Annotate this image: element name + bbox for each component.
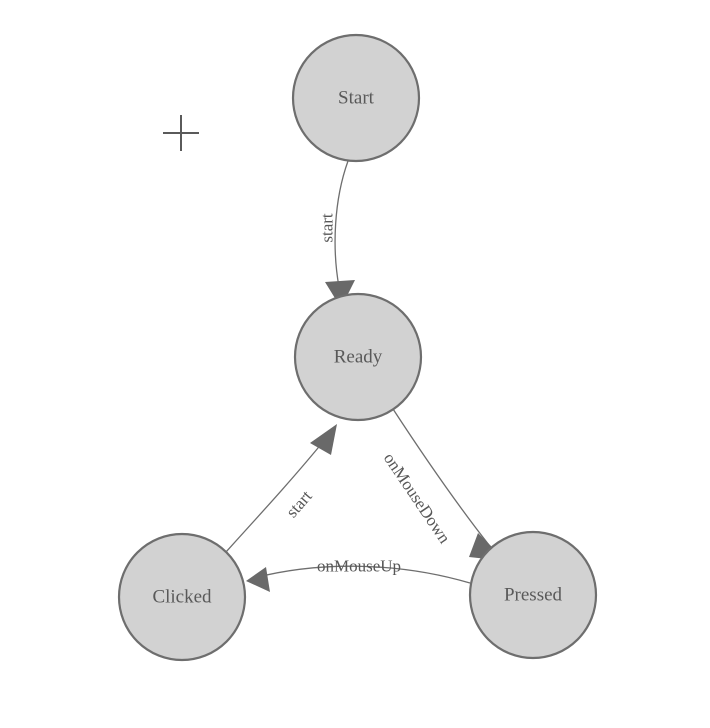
node-circle-ready[interactable] [293, 292, 423, 422]
node-circle-start[interactable] [291, 33, 421, 163]
node-label-pressed: Pressed [504, 585, 563, 606]
state-node-pressed[interactable]: Pressed [468, 530, 598, 660]
edge-line-clicked-to-ready [224, 436, 328, 554]
node-circle-pressed[interactable] [468, 530, 598, 660]
arrowhead-icon [246, 567, 270, 592]
edge-label-ready-to-pressed: onMouseDown [380, 449, 455, 547]
node-label-ready: Ready [334, 347, 383, 368]
node-circle-clicked[interactable] [117, 532, 247, 662]
edge-label-clicked-to-ready: start [282, 487, 316, 522]
edge-pressed-to-clicked[interactable]: onMouseUp [246, 557, 471, 593]
edge-label-pressed-to-clicked: onMouseUp [317, 557, 401, 576]
edge-start-to-ready[interactable]: start [318, 160, 356, 308]
edge-line-ready-to-pressed [392, 408, 490, 546]
edge-label-start-to-ready: start [318, 213, 337, 243]
edge-clicked-to-ready[interactable]: start [224, 424, 337, 554]
edge-line-pressed-to-clicked [253, 565, 471, 584]
state-node-start[interactable]: Start [291, 33, 421, 163]
arrowhead-icon [325, 280, 355, 308]
node-label-clicked: Clicked [152, 587, 212, 608]
state-node-ready[interactable]: Ready [293, 292, 423, 422]
crosshair-icon [163, 115, 199, 151]
state-node-clicked[interactable]: Clicked [117, 532, 247, 662]
crosshair-layer [163, 115, 199, 151]
edge-ready-to-pressed[interactable]: onMouseDown [380, 408, 506, 561]
arrowhead-icon [310, 424, 337, 455]
edge-line-start-to-ready [334, 160, 349, 288]
node-label-start: Start [338, 88, 375, 109]
